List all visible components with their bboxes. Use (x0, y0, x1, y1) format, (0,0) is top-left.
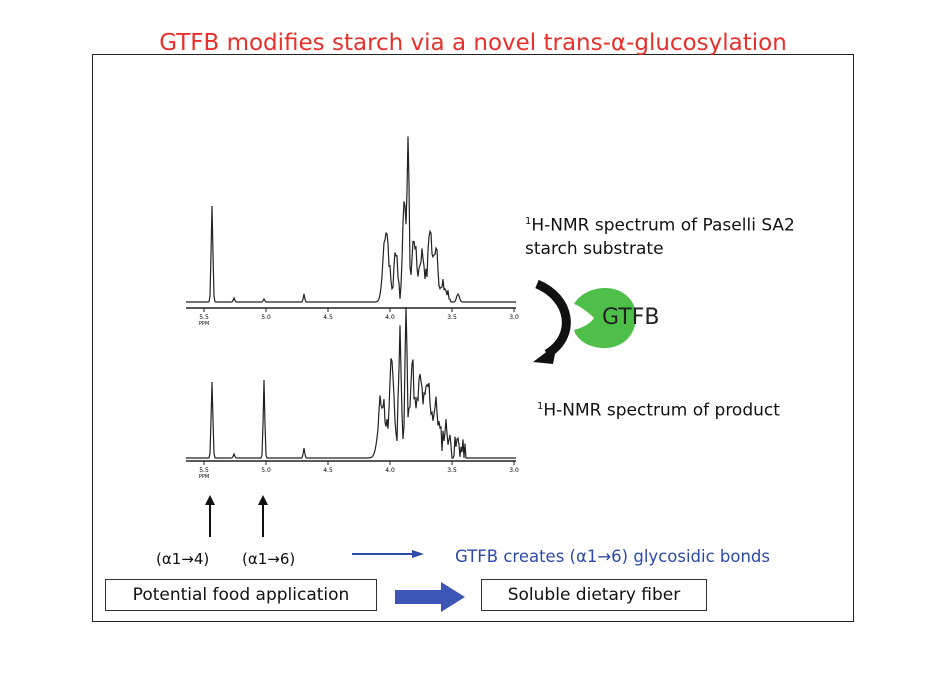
slide-frame (92, 54, 854, 622)
slide-title: GTFB modifies starch via a novel trans-α… (159, 30, 787, 56)
bond-alpha14-label: (α1→4) (156, 550, 210, 568)
spectrum-trace-substrate (186, 136, 516, 303)
tick-label: 3.0 (509, 467, 519, 474)
dietary-fiber-text: Soluble dietary fiber (507, 585, 681, 605)
label-line-1: H-NMR spectrum of Paselli SA2 (531, 215, 795, 236)
tick-label: 5.5 (199, 467, 209, 474)
thin-arrow (352, 550, 424, 558)
label-superscript: 1 (537, 401, 544, 412)
spectrum-trace-product (186, 307, 516, 459)
enzyme-label: GTFB (602, 305, 660, 330)
tick-label: 3.5 (447, 314, 457, 321)
curved-reaction-arrow (533, 279, 571, 364)
substrate-spectrum-label: 1H-NMR spectrum of Paselli SA2 starch su… (525, 210, 795, 261)
tick-label: 4.5 (323, 467, 333, 474)
tick-label: 4.0 (385, 467, 395, 474)
label-line-1: H-NMR spectrum of product (543, 400, 780, 421)
axis-unit-label: PPM (199, 474, 209, 480)
tick-label: 4.5 (323, 314, 333, 321)
tick-label: 5.0 (261, 467, 271, 474)
bond-alpha16-label: (α1→6) (242, 550, 296, 568)
result-text: GTFB creates (α1→6) glycosidic bonds (455, 547, 771, 566)
label-superscript: 1 (525, 216, 532, 227)
tick-label: 3.0 (509, 314, 519, 321)
food-application-text: Potential food application (132, 585, 350, 605)
food-application-box: Potential food application (105, 579, 377, 611)
tick-label: 5.5 (199, 314, 209, 321)
enzyme-shape (574, 288, 637, 349)
label-line-2: starch substrate (525, 238, 664, 259)
product-spectrum-label: 1H-NMR spectrum of product (537, 395, 780, 423)
dietary-fiber-box: Soluble dietary fiber (481, 579, 707, 611)
block-arrow (395, 582, 465, 612)
tick-label: 3.5 (447, 467, 457, 474)
axis-unit-label: PPM (199, 321, 209, 327)
peak-arrows (205, 495, 268, 537)
tick-label: 5.0 (261, 314, 271, 321)
tick-label: 4.0 (385, 314, 395, 321)
